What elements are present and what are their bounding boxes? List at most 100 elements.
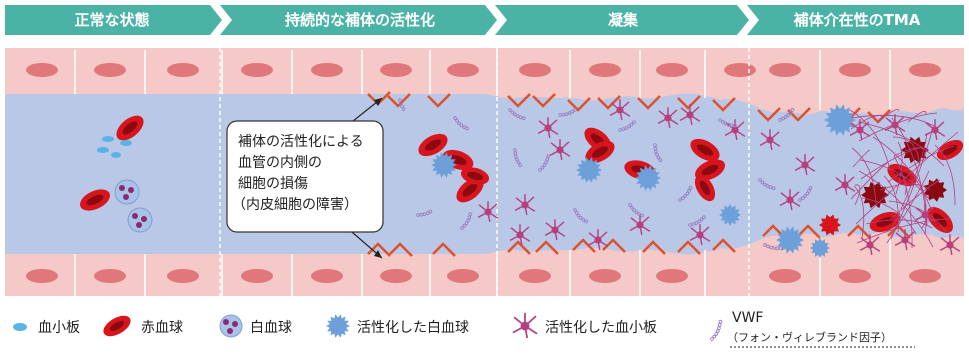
vwf-strand [460,212,473,230]
vwf-bead [790,108,795,112]
vwf-bead [760,180,765,185]
callout-line-1: 補体の活性化による [238,134,364,150]
red-blood-cell [460,167,490,185]
damage-mark [572,238,596,253]
vwf-bead [399,101,403,106]
vwf-strand [513,148,523,167]
vwf-network-strand [856,218,952,244]
damage-mark [597,95,621,110]
platelet-body [664,114,672,122]
vwf-bead [766,244,770,249]
vwf-network-strand [886,170,930,244]
stage-label-normal: 正常な状態 [74,11,149,29]
vwf-bead [398,98,402,102]
vwf-network-strand [860,146,924,180]
vwf-bead [516,160,521,165]
platelet-body [544,124,552,132]
vwf-network-strand [888,200,948,234]
vwf-bead [678,198,682,202]
vwf-strand [508,108,526,121]
vwf-network-strand [858,112,938,142]
activated-platelet [512,312,538,339]
damage-mark [847,224,871,239]
vwf-strand [763,243,783,251]
vwf-strand [538,154,551,172]
vwf-bead [653,146,658,151]
callout-arrowhead-bottom [374,250,382,258]
vwf-bead [781,116,785,121]
vwf-bead [758,178,762,182]
activated-platelet [679,104,701,126]
platelet-body [520,321,530,331]
damage-mark [507,240,531,255]
activated-wbc [635,165,661,191]
vwf-bead [733,123,737,128]
damage-mark [677,95,701,110]
activated-wbc [824,104,856,136]
vwf-bead [570,109,575,114]
vwf-network-strand [890,126,934,240]
activated-platelet [849,119,871,141]
platelet-body [521,201,529,209]
rbc-icon [103,315,131,337]
vwf-bead [771,186,776,191]
vwf-bead [508,108,512,112]
vwf-bead [518,115,523,120]
endothelial-damage [387,93,411,108]
activated-platelet [544,219,566,241]
vwf-bead [653,143,657,147]
callout: 補体の活性化による 血管の内側の 細胞の損傷 （内皮細胞の障害） [226,97,384,259]
cells-layer [367,91,964,258]
vwf-bead [401,107,406,111]
vwf-network-strand [850,115,884,130]
platelet-body [516,231,524,239]
vwf-network-strand [879,183,931,191]
vwf-bead [584,219,589,224]
endothelial-damage [597,95,621,110]
vwf-bead [629,122,634,127]
endothelial-damage [797,224,821,239]
vwf-bead [786,113,791,117]
red-blood-cell [694,174,716,202]
platelet-body [594,236,602,244]
vwf-bead [778,118,782,122]
vwf-network-strand [887,145,955,183]
vwf-network-strand [857,121,945,167]
rbc-center [701,164,719,176]
stage-label-complement: 持続的な補体の活性化 [285,11,435,29]
vwf-strand [758,178,776,191]
platelet-body [556,146,564,154]
vwf-network-strand [895,141,903,195]
platelet-body [931,126,939,134]
vwf-network-strand [852,149,870,168]
wbc-normal-1 [114,179,140,205]
vwf-bead [715,329,720,334]
damage-mark [602,238,626,253]
callout-arrowhead-top [374,98,382,106]
red-blood-cell [690,138,720,162]
damage-mark [367,242,391,257]
vwf-network-strand [893,155,913,249]
activated-platelet [609,99,631,121]
vwf-bead [630,205,634,210]
legend-wbc: 白血球 [250,320,292,336]
vwf-bead [453,116,457,120]
legend: 血小板 赤血球 白血球 活性化した白血球 活性化した血小板 VWF （フォン・ヴ… [13,310,915,348]
vwf-bead [515,114,520,118]
vwf-bead [558,113,562,117]
rbc-center [699,180,711,196]
stage-label-aggregation: 凝集 [608,11,639,29]
endothelial-damage [847,224,871,239]
vwf-bead [765,184,770,188]
platelet-body [686,111,694,119]
activated-platelet [859,234,881,256]
endothelial-damage [535,240,559,255]
damage-mark [567,97,591,112]
fragmented-rbc [923,178,947,202]
platelet-body [801,161,809,169]
vwf-network-strand [921,214,929,229]
activated-wbc [431,152,457,178]
platelet-body [766,136,774,144]
vwf-bead [640,213,644,218]
